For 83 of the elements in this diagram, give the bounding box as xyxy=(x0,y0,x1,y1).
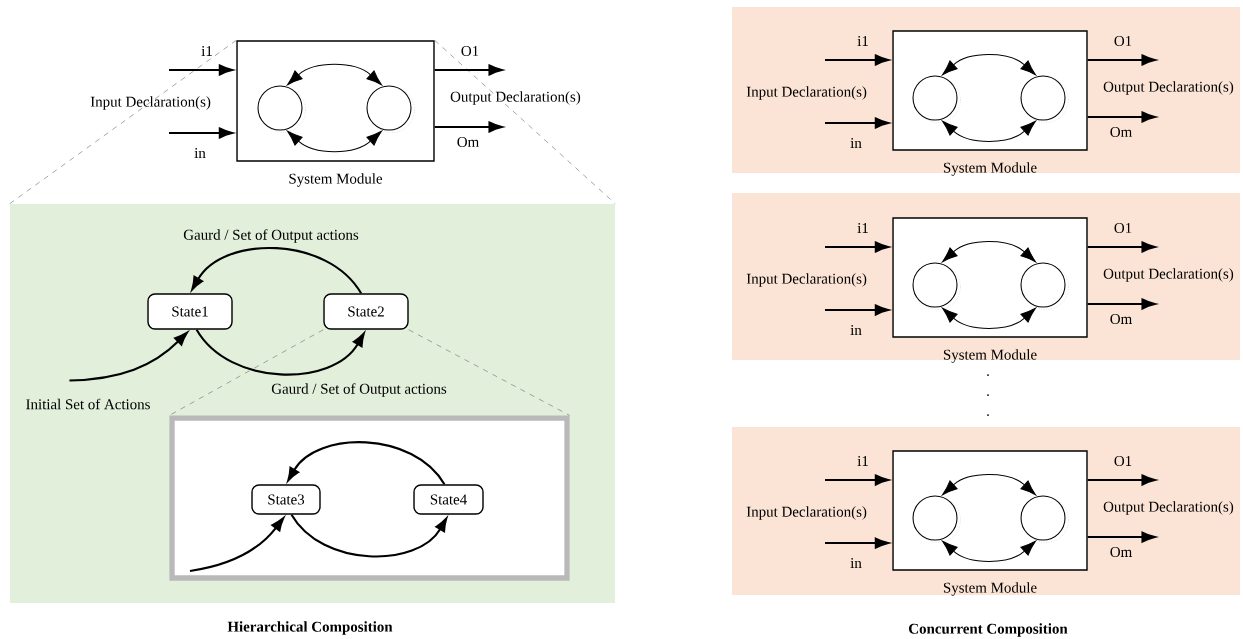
state-circle xyxy=(1020,75,1069,123)
edge-label: Om xyxy=(1108,125,1134,139)
state-circle xyxy=(912,262,961,310)
zoom-line xyxy=(9,39,237,205)
arrow xyxy=(942,54,1036,76)
declaration-label: Output Declaration(s) xyxy=(448,89,583,107)
arrow xyxy=(290,514,448,558)
edge-label: O1 xyxy=(1112,454,1134,468)
arrow xyxy=(189,517,285,573)
state-box: State1 xyxy=(147,293,233,330)
ellipsis-dot: . xyxy=(987,394,989,396)
edge-label: i1 xyxy=(855,221,871,235)
state-box: State2 xyxy=(323,293,409,330)
arrow xyxy=(195,329,365,376)
edge-label: Om xyxy=(1108,312,1134,326)
state-box: State3 xyxy=(251,484,321,515)
arrow xyxy=(1086,111,1156,123)
node-label: System Module xyxy=(943,162,1037,176)
zoom-line xyxy=(408,329,570,416)
state-circle xyxy=(257,85,306,133)
arrow xyxy=(824,241,890,253)
arrow xyxy=(1086,241,1156,253)
edge-label: i1 xyxy=(199,44,215,58)
arrow xyxy=(942,241,1036,263)
state-circle xyxy=(366,85,415,133)
declaration-label: Output Declaration(s) xyxy=(1101,499,1236,517)
arrow xyxy=(942,307,1036,329)
declaration-label: Input Declaration(s) xyxy=(88,94,213,112)
arrow xyxy=(1086,54,1156,66)
arrow xyxy=(824,117,890,129)
arrow xyxy=(69,331,188,382)
state-circle xyxy=(1020,495,1069,543)
zoom-line xyxy=(434,39,616,205)
arrow xyxy=(287,441,446,485)
declaration-label: Output Declaration(s) xyxy=(1101,266,1236,284)
arrow xyxy=(824,537,890,549)
ellipsis-dot: . xyxy=(987,414,989,416)
edge-label: in xyxy=(848,136,864,150)
arrow xyxy=(942,474,1036,496)
arrow xyxy=(433,121,503,133)
declaration-label: Input Declaration(s) xyxy=(744,504,869,522)
edge-label: O1 xyxy=(459,44,481,58)
caption: Hierarchical Composition xyxy=(227,621,393,635)
state-box: State4 xyxy=(413,484,484,515)
node-label: System Module xyxy=(289,173,383,187)
arrow xyxy=(168,64,234,76)
arrow xyxy=(824,54,890,66)
node-label: System Module xyxy=(943,582,1037,596)
declaration-label: Output Declaration(s) xyxy=(1101,79,1236,97)
state-circle xyxy=(912,495,961,543)
declaration-label: Input Declaration(s) xyxy=(744,84,869,102)
edge-label: O1 xyxy=(1112,221,1134,235)
arrow xyxy=(1086,298,1156,310)
arrow xyxy=(287,130,382,153)
arrow xyxy=(287,63,382,86)
state-circle xyxy=(1020,262,1069,310)
edge-label: i1 xyxy=(855,454,871,468)
arrow xyxy=(1086,531,1156,543)
arrow xyxy=(824,474,890,486)
node-label: System Module xyxy=(943,349,1037,363)
arrow xyxy=(942,540,1036,562)
edge-label: Gaurd / Set of Output actions xyxy=(269,381,449,399)
declaration-label: Input Declaration(s) xyxy=(744,271,869,289)
arrow xyxy=(191,247,362,294)
edge-label: Om xyxy=(1108,545,1134,559)
arrow xyxy=(1086,474,1156,486)
edge-label: O1 xyxy=(1112,34,1134,48)
edge-label: i1 xyxy=(855,34,871,48)
arrow xyxy=(168,127,234,139)
caption: Concurrent Composition xyxy=(909,623,1068,637)
arrow xyxy=(942,120,1036,142)
edge-label: Gaurd / Set of Output actions xyxy=(181,227,361,245)
ellipsis-dot: . xyxy=(987,374,989,376)
zoom-inset-box xyxy=(169,415,570,581)
edge-label: Om xyxy=(455,135,481,149)
arrow xyxy=(433,64,503,76)
state-circle xyxy=(912,75,961,123)
annotation: Initial Set of Actions xyxy=(26,398,150,410)
edge-label: in xyxy=(848,556,864,570)
arrow xyxy=(824,304,890,316)
zoom-line xyxy=(169,329,324,416)
edge-label: in xyxy=(848,323,864,337)
edge-label: in xyxy=(192,146,208,160)
